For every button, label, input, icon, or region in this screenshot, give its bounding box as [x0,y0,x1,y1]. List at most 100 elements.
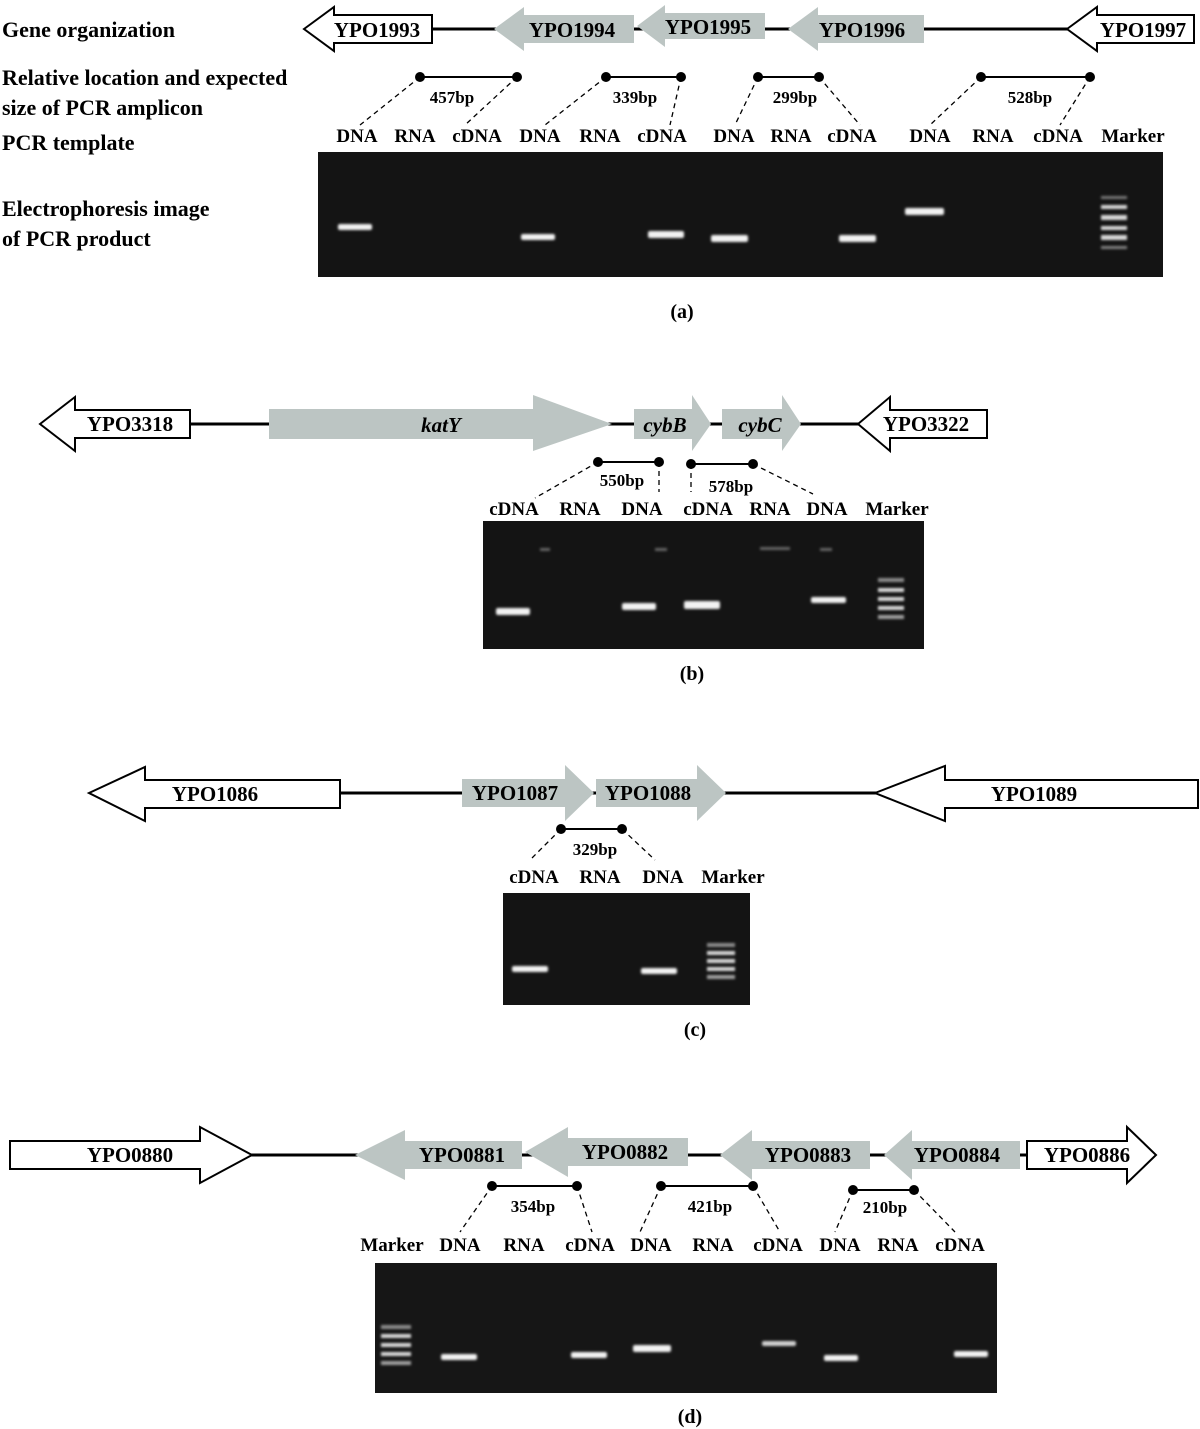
panel-b: YPO3318 katY cybB cybC YPO3322 550bp [38,394,988,685]
gene-arrow-ypo1086: YPO1086 [86,765,341,823]
gene-arrow-ypo1996: YPO1996 [788,7,924,51]
lane-labels-c: cDNA RNA DNA Marker [509,867,765,888]
svg-text:YPO1995: YPO1995 [665,15,751,39]
band-dna-210 [824,1355,858,1361]
svg-text:RNA: RNA [559,499,600,520]
band-cdna-578 [684,601,720,609]
amplicon-299bp: 299bp [734,72,861,126]
svg-text:cDNA: cDNA [753,1235,803,1256]
gene-arrow-ypo3318: YPO3318 [38,394,191,454]
gene-arrow-ypo1089: YPO1089 [872,764,1199,823]
caption-d: (d) [678,1406,702,1428]
band-dna-4 [905,208,944,215]
band-dna-550 [622,603,656,610]
svg-text:YPO0883: YPO0883 [765,1143,851,1167]
svg-text:RNA: RNA [692,1235,733,1256]
svg-text:YPO3322: YPO3322 [883,412,969,436]
svg-text:cDNA: cDNA [827,126,877,147]
marker-ladder-b [878,578,904,619]
gel-image-a [318,152,1163,277]
amplicon-329bp: 329bp [529,824,656,861]
svg-text:YPO1086: YPO1086 [172,782,258,806]
band-dna-1 [338,224,372,230]
band-cdna-329 [512,966,548,972]
caption-c: (c) [684,1019,706,1041]
svg-text:Marker: Marker [360,1235,424,1256]
svg-text:RNA: RNA [394,126,435,147]
svg-text:YPO1089: YPO1089 [991,782,1077,806]
svg-text:cDNA: cDNA [637,126,687,147]
gene-arrow-ypo1994: YPO1994 [494,7,634,51]
marker-ladder-c [707,943,735,979]
amplicon-210bp: 210bp [834,1185,956,1233]
svg-text:cDNA: cDNA [565,1235,615,1256]
svg-text:Marker: Marker [865,499,929,520]
svg-text:RNA: RNA [972,126,1013,147]
svg-text:RNA: RNA [877,1235,918,1256]
amplicon-457bp: 457bp [359,72,522,126]
band-cdna-3 [839,235,876,242]
svg-text:cDNA: cDNA [1033,126,1083,147]
svg-text:DNA: DNA [819,1235,860,1256]
svg-text:Marker: Marker [701,867,765,888]
row-label-pcr-product: of PCR product [2,226,151,251]
panel-a: Gene organization Relative location and … [2,5,1195,323]
band-cdna-550 [496,608,530,615]
gene-arrow-cybb: cybB [634,395,711,451]
svg-text:RNA: RNA [749,499,790,520]
panel-c: YPO1086 YPO1087 YPO1088 YPO1089 329bp cD… [86,764,1199,1041]
svg-text:YPO1087: YPO1087 [472,781,558,805]
svg-text:RNA: RNA [579,126,620,147]
svg-text:YPO1994: YPO1994 [529,18,616,42]
svg-text:354bp: 354bp [511,1197,555,1216]
svg-text:DNA: DNA [642,867,683,888]
band-dna-354 [441,1354,477,1360]
row-label-amplicon-size: size of PCR amplicon [2,95,203,120]
svg-text:DNA: DNA [909,126,950,147]
svg-text:cybB: cybB [643,413,686,437]
svg-text:cDNA: cDNA [683,499,733,520]
svg-text:RNA: RNA [770,126,811,147]
gene-arrow-ypo0881: YPO0881 [355,1130,522,1180]
svg-text:YPO0882: YPO0882 [582,1140,668,1164]
band-cdna-210 [954,1351,988,1357]
marker-ladder-a [1101,196,1127,249]
svg-text:RNA: RNA [579,867,620,888]
svg-text:DNA: DNA [439,1235,480,1256]
svg-text:578bp: 578bp [709,477,753,496]
svg-text:YPO1993: YPO1993 [334,18,420,42]
row-label-gene-organization: Gene organization [2,17,175,42]
caption-b: (b) [680,663,704,685]
gene-arrow-ypo0880: YPO0880 [9,1125,255,1185]
amplicon-528bp: 528bp [929,72,1095,126]
svg-text:329bp: 329bp [573,840,617,859]
svg-text:YPO1997: YPO1997 [1100,18,1186,42]
svg-text:YPO0884: YPO0884 [914,1143,1001,1167]
svg-text:Marker: Marker [1101,126,1165,147]
svg-text:DNA: DNA [806,499,847,520]
band-dna-329 [641,968,677,974]
lane-labels-b: cDNA RNA DNA cDNA RNA DNA Marker [489,499,929,520]
gene-arrow-ypo1995: YPO1995 [637,5,765,47]
caption-a: (a) [670,301,693,323]
gene-arrow-ypo3322: YPO3322 [856,394,988,454]
svg-text:RNA: RNA [503,1235,544,1256]
svg-text:cDNA: cDNA [489,499,539,520]
svg-text:YPO0886: YPO0886 [1044,1143,1130,1167]
gel-image-d [375,1263,997,1393]
svg-text:cDNA: cDNA [509,867,559,888]
svg-text:528bp: 528bp [1008,88,1052,107]
band-dna-2 [521,234,555,240]
svg-text:DNA: DNA [336,126,377,147]
gene-arrow-ypo0883: YPO0883 [720,1130,870,1180]
gene-arrow-cybc: cybC [722,395,801,451]
svg-text:YPO0880: YPO0880 [87,1143,173,1167]
svg-text:cybC: cybC [738,413,782,437]
gene-arrow-ypo1087: YPO1087 [462,765,594,821]
gene-arrow-ypo0886: YPO0886 [1026,1124,1158,1186]
row-label-electrophoresis: Electrophoresis image [2,196,210,221]
gel-image-c [503,893,750,1005]
svg-text:YPO1088: YPO1088 [605,781,691,805]
svg-text:DNA: DNA [621,499,662,520]
